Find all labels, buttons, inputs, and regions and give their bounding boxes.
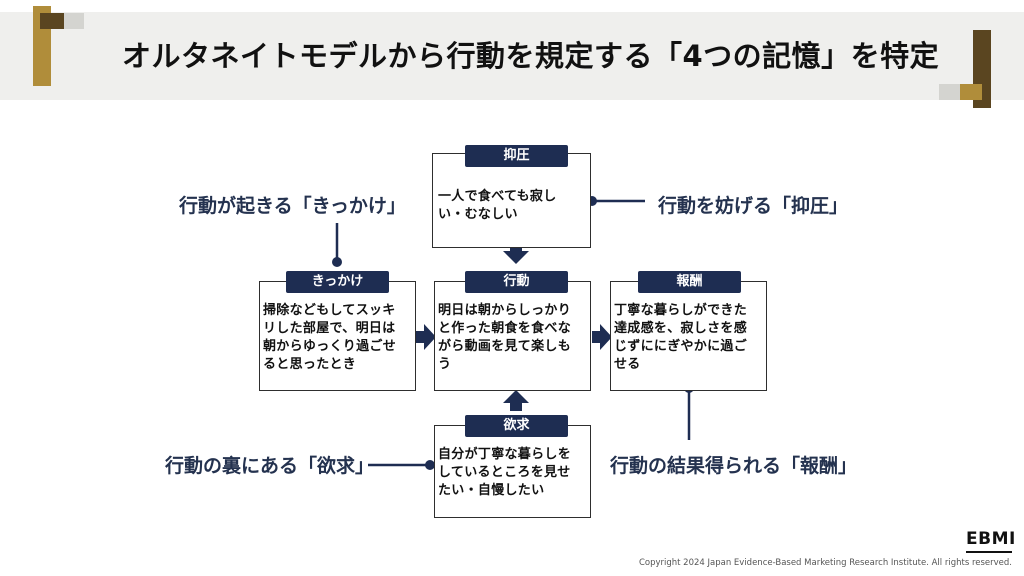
callout-kikkake: 行動が起きる「きっかけ」 [179,195,406,217]
houshu-text: 丁寧な暮らしができた達成感を、寂しさを感じずににぎやかに過ごせる [614,303,748,372]
callout-yokuatsu: 行動を妨げる「抑圧」 [658,195,849,217]
yokuatsu-label: 抑圧 [465,145,568,167]
kikkake-connector-dot [332,257,342,267]
yokkyu-box [434,425,591,518]
yokuatsu-box [432,153,591,248]
houshu-label: 報酬 [638,271,741,293]
yokkyu-label: 欲求 [465,415,568,437]
koudou-box [434,281,591,391]
deco-gray-block-left [64,13,84,29]
yokuatsu-text: 一人で食べても寂しい・むなしい [438,189,557,222]
yokkyu-connector-dot [425,460,435,470]
houshu-box [610,281,767,391]
deco-brown-block-left [40,13,64,29]
ebmi-logo: EBMI [966,529,1016,549]
koudou-text: 明日は朝からしっかりと作った朝食を食べながら動画を見て楽しもう [438,303,572,372]
ebmi-logo-underline [966,551,1012,553]
callout-yokkyu: 行動の裏にある「欲求」 [165,455,375,477]
header-band [0,12,1024,100]
kikkake-text: 掃除などもしてスッキリした部屋で、明日は朝からゆっくり過ごせると思ったとき [263,303,397,372]
arrow-koudou-to-houshu [592,324,612,350]
yokkyu-text: 自分が丁寧な暮らしをしているところを見せたい・自慢したい [438,447,572,498]
koudou-label: 行動 [465,271,568,293]
copyright-notice: Copyright 2024 Japan Evidence-Based Mark… [638,558,1012,568]
arrow-yokkyu-to-koudou [503,390,529,411]
kikkake-label: きっかけ [286,271,389,293]
arrow-kikkake-to-koudou [416,324,436,350]
kikkake-box [259,281,416,391]
deco-gray-block-right [939,84,960,100]
arrow-yokuatsu-to-koudou [503,243,529,264]
page-title: オルタネイトモデルから行動を規定する「4つの記憶」を特定 [122,39,940,73]
deco-gold-block-right [960,84,982,100]
callout-houshu: 行動の結果得られる「報酬」 [610,455,858,477]
